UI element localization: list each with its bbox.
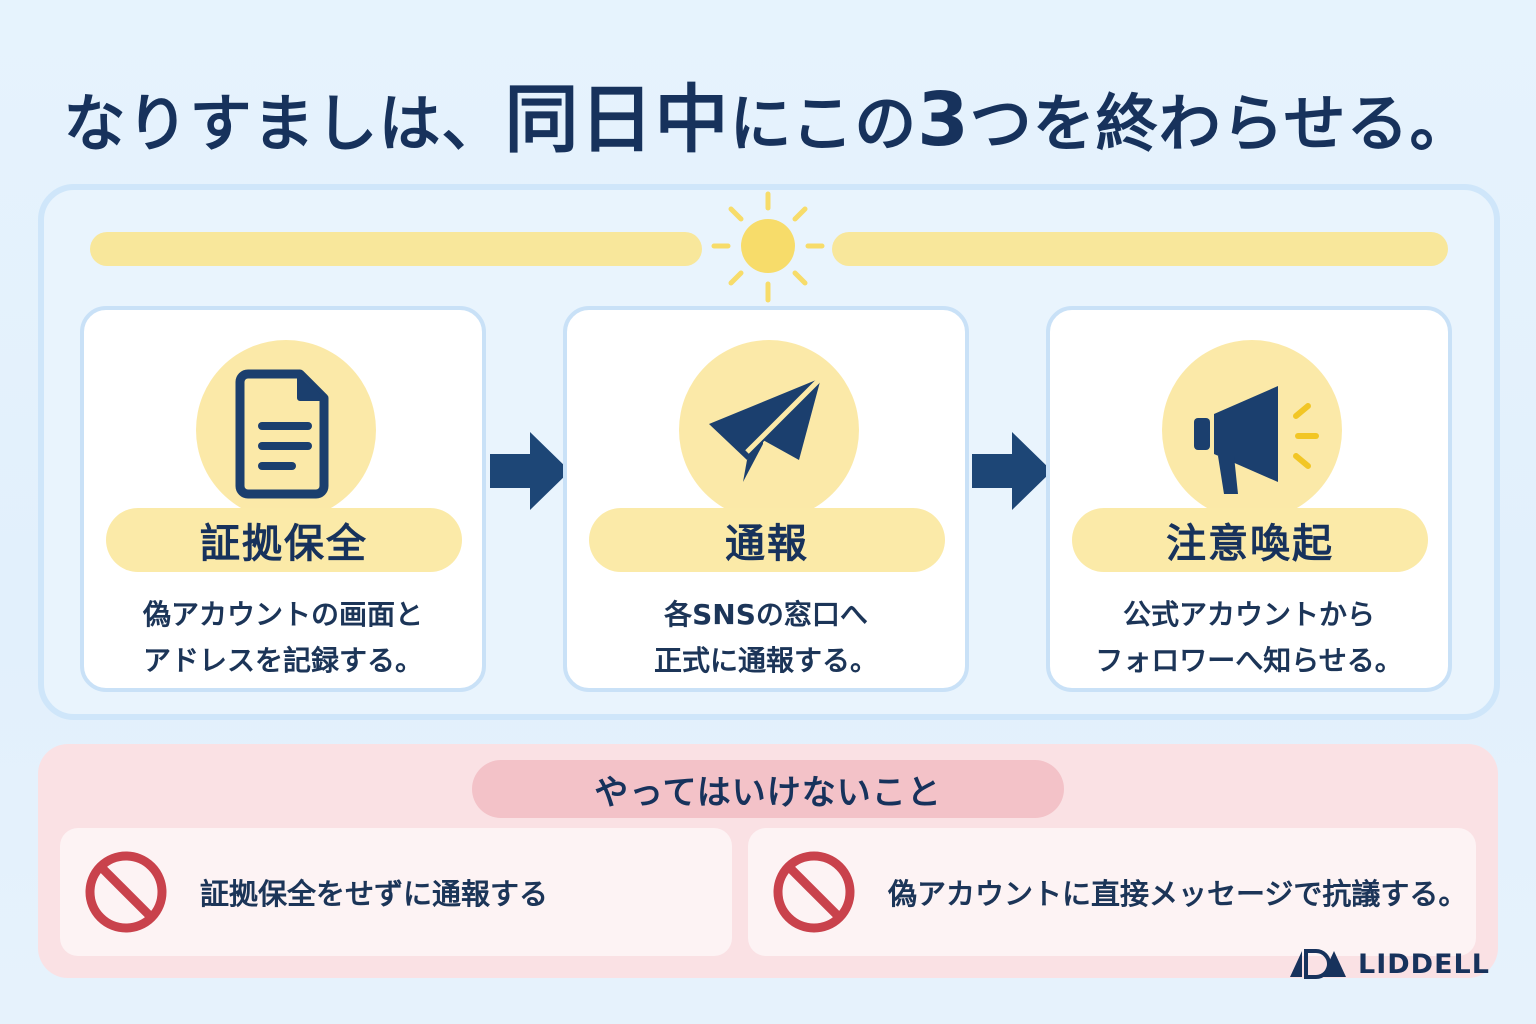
dont-item: 偽アカウントに直接メッセージで抗議する。 bbox=[748, 828, 1476, 956]
prohibited-icon bbox=[773, 851, 855, 933]
step-description-line: 各SNSの窓口へ bbox=[664, 598, 868, 631]
dont-heading: やってはいけないこと bbox=[472, 760, 1064, 818]
step-description-line: フォロワーへ知らせる。 bbox=[1095, 644, 1403, 677]
icon-circle bbox=[1162, 340, 1342, 520]
icon-circle bbox=[196, 340, 376, 520]
dont-item: 証拠保全をせずに通報する bbox=[60, 828, 732, 956]
title-part-1: なりすましは、 bbox=[63, 87, 505, 160]
step-description-line: アドレスを記録する。 bbox=[142, 644, 423, 677]
step-description-line: 正式に通報する。 bbox=[653, 644, 878, 677]
megaphone-icon bbox=[1194, 386, 1319, 494]
step-label: 通報 bbox=[589, 508, 945, 572]
brand-logo: LIDDELL bbox=[1288, 944, 1490, 984]
paper-plane-icon bbox=[709, 376, 823, 482]
title-part-5: つを終わらせる。 bbox=[969, 87, 1473, 160]
arrow-right-icon bbox=[490, 432, 570, 510]
logo-mark-icon bbox=[1290, 949, 1346, 979]
step-card-evidence: 証拠保全 偽アカウントの画面と アドレスを記録する。 bbox=[80, 306, 486, 692]
sun-icon bbox=[711, 191, 825, 303]
title-part-2: 同日中 bbox=[504, 77, 730, 163]
document-icon bbox=[235, 369, 329, 499]
dont-item-text: 偽アカウントに直接メッセージで抗議する。 bbox=[888, 877, 1468, 911]
step-description: 公式アカウントから フォロワーへ知らせる。 bbox=[1050, 592, 1448, 684]
timeline-bar-right bbox=[832, 232, 1448, 266]
dont-item-text: 証拠保全をせずに通報する bbox=[200, 877, 549, 911]
step-card-report: 通報 各SNSの窓口へ 正式に通報する。 bbox=[563, 306, 969, 692]
step-label: 注意喚起 bbox=[1072, 508, 1428, 572]
timeline-bar-left bbox=[90, 232, 702, 266]
title-part-3: にこの bbox=[729, 87, 918, 160]
icon-circle bbox=[679, 340, 859, 520]
step-description-line: 偽アカウントの画面と bbox=[142, 598, 423, 631]
step-card-alert: 注意喚起 公式アカウントから フォロワーへ知らせる。 bbox=[1046, 306, 1452, 692]
step-description: 各SNSの窓口へ 正式に通報する。 bbox=[567, 592, 965, 684]
arrow-right-icon bbox=[972, 432, 1052, 510]
step-description: 偽アカウントの画面と アドレスを記録する。 bbox=[84, 592, 482, 684]
prohibited-icon bbox=[85, 851, 167, 933]
step-description-line: 公式アカウントから bbox=[1122, 598, 1375, 631]
page-title: なりすましは、同日中にこの3つを終わらせる。 bbox=[0, 78, 1536, 166]
step-label: 証拠保全 bbox=[106, 508, 462, 572]
logo-text: LIDDELL bbox=[1358, 948, 1490, 980]
title-part-4: 3 bbox=[917, 77, 970, 163]
